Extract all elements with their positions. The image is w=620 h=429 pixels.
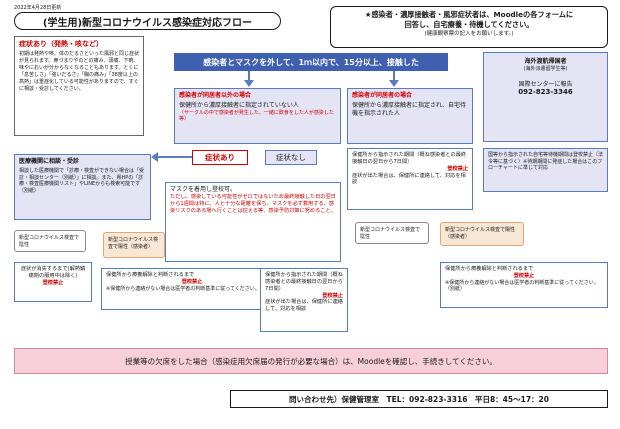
overseas-center: 国際センターに報告 [518, 80, 573, 88]
release-left-ban: 登校禁止 [181, 278, 203, 285]
update-date: 2022年4月28日更新 [14, 5, 62, 11]
negative-result-left: 新型コロナウイルス検査で陰性 [14, 230, 86, 252]
positive-result-left: 新型コロナウイルス検査で陽性（感染者） [103, 232, 165, 258]
symptom-heading: 症状あり（発熱・咳など） [19, 40, 103, 48]
release-right-note: ※保健所から連絡がない場合は医学者の判断基準に従ってください。（別紙） [445, 279, 599, 293]
overseas-sub: (海外派遣留学生等) [523, 65, 568, 72]
overseas-heading: 海外渡航帰国者 [524, 58, 567, 65]
household-heading: 感染者が同居者の場合 [352, 92, 413, 99]
non-household-body: 保健所から濃厚接触者に指定されていない人 [179, 101, 299, 109]
release-left-box: 保健所から療養解除と判断されるまで 登校禁止 ※保健所から連絡がない場合は医学者… [101, 268, 283, 310]
release-right-box: 保健所から療養解除と判断されるまで 登校禁止 ※保健所から連絡がない場合は医学者… [440, 262, 608, 308]
household-steps-box: 保健所から指示された期間（概ね感染者との最終接触日の翌日から7日間） 登校禁止 … [347, 148, 473, 210]
absence-banner: 授業等の欠席をした場合（感染症用欠席届の発行が必要な場合）は、Moodleを確認… [14, 348, 608, 374]
overseas-detail-box: 国等から指示された自宅等待機期間は登校禁止（法令等に基づく）※待期期間に発症した… [483, 148, 608, 192]
household-steps2-box: 保健所から指示された期間（概ね感染者との最終接触日の翌日から7日間） 登校禁止 … [260, 268, 348, 332]
notice-line-2: 回答し、自宅療養・待機してください。 [404, 20, 534, 30]
until-gone-box: 症状が消失するまで(解熱鎮痛剤の服用中は除く) 登校禁止 [14, 262, 92, 302]
medical-box: 医療機関に相談・受診 相談した医療機関で「診療・検査ができない場合は「受診・相談… [14, 154, 151, 220]
non-household-note: （サークルの中で感染者が発生した、一緒に飲食をした人が感染した等） [179, 109, 334, 123]
non-household-box: 感染者が同居者以外の場合 保健所から濃厚接触者に指定されていない人 （サークルの… [174, 88, 341, 144]
household-body: 保健所から濃厚接触者に指定され、自宅待機を指示された人 [352, 101, 467, 117]
non-household-heading: 感染者が同居者以外の場合 [179, 92, 252, 99]
household-step-1: 保健所から指示された期間（概ね感染者との最終接触日の翌日から7日間） [352, 152, 467, 165]
notice-line-3: (健康観察票の記入をお願いします。) [424, 30, 514, 37]
contact-footer: 問い合わせ先）保健管理室 TEL：092-823-3316 平日8：45～17：… [230, 390, 608, 408]
until-gone-text: 症状が消失するまで(解熱鎮痛剤の服用中は除く) [20, 266, 86, 279]
medical-body: 相談した医療機関で「診療・検査ができない場合は「受診・相談センター（別紙）」に相… [19, 167, 145, 194]
household2-ban-1: 登校禁止 [322, 292, 343, 299]
positive-result-right: 新型コロナウイルス検査で陽性（感染者） [440, 222, 524, 246]
household2-step-1: 保健所から指示された期間（概ね感染者との最終接触日の翌日から7日間） [265, 272, 343, 292]
symptom-yes-label: 症状あり [192, 150, 248, 165]
household-step-2: 症状が出た場合は、保健所に連絡して、対応を相談 [352, 172, 466, 186]
medical-heading: 医療機関に相談・受診 [19, 158, 80, 165]
household2-step-2: 症状が出た場合は、保健所に連絡して、対応を相談 [265, 299, 343, 313]
contact-banner: 感染者とマスクを外して、1ｍ以内で、15分以上、接触した [174, 53, 448, 71]
mask-body: ただし、感染している可能性がゼロではないため最終接触した日の翌日から1週間は特に… [170, 193, 336, 215]
release-left-note: ※保健所から連絡がない場合は医学者の判断基準に従ってください。（別紙） [106, 285, 278, 292]
overseas-box: 海外渡航帰国者 (海外派遣留学生等) 国際センターに報告 092-823-334… [483, 52, 608, 142]
notice-box: ★感染者・濃厚接触者・風邪症状者は、Moodleの各フォームに 回答し、自宅療養… [330, 6, 608, 48]
overseas-phone: 092-823-3346 [518, 88, 573, 97]
symptom-no-label: 症状なし [265, 150, 317, 165]
mask-lead: マスクを着用し登校可。 [170, 186, 237, 193]
overseas-detail: 国等から指示された自宅等待機期間は登校禁止（法令等に基づく）※待期期間に発症した… [488, 152, 604, 172]
negative-result-right: 新型コロナウイルス検査で陰性 [355, 222, 429, 244]
until-gone-ban: 登校禁止 [42, 279, 64, 286]
household-ban-1: 登校禁止 [447, 165, 468, 172]
page-title: (学生用)新型コロナウイルス感染症対応フロー [14, 12, 281, 30]
release-right-lead: 保健所から療養解除と判断されるまで [445, 266, 534, 272]
household-box: 感染者が同居者の場合 保健所から濃厚接触者に指定され、自宅待機を指示された人 [347, 88, 473, 144]
release-right-ban: 登校禁止 [513, 272, 535, 279]
mask-box: マスクを着用し登校可。 ただし、感染している可能性がゼロではないため最終接触した… [165, 182, 341, 262]
notice-line-1: ★感染者・濃厚接触者・風邪症状者は、Moodleの各フォームに [364, 10, 574, 19]
symptom-box: 症状あり（発熱・咳など） 初期は発熱や咳、体のだるさといった風邪と同じ症状が見ら… [14, 36, 144, 136]
symptom-body: 初期は発熱や咳、体のだるさといった風邪と同じ症状が見られます。鼻づまりやのどの痛… [19, 51, 140, 93]
release-left-lead: 保健所から療養解除と判断されるまで [106, 272, 195, 278]
